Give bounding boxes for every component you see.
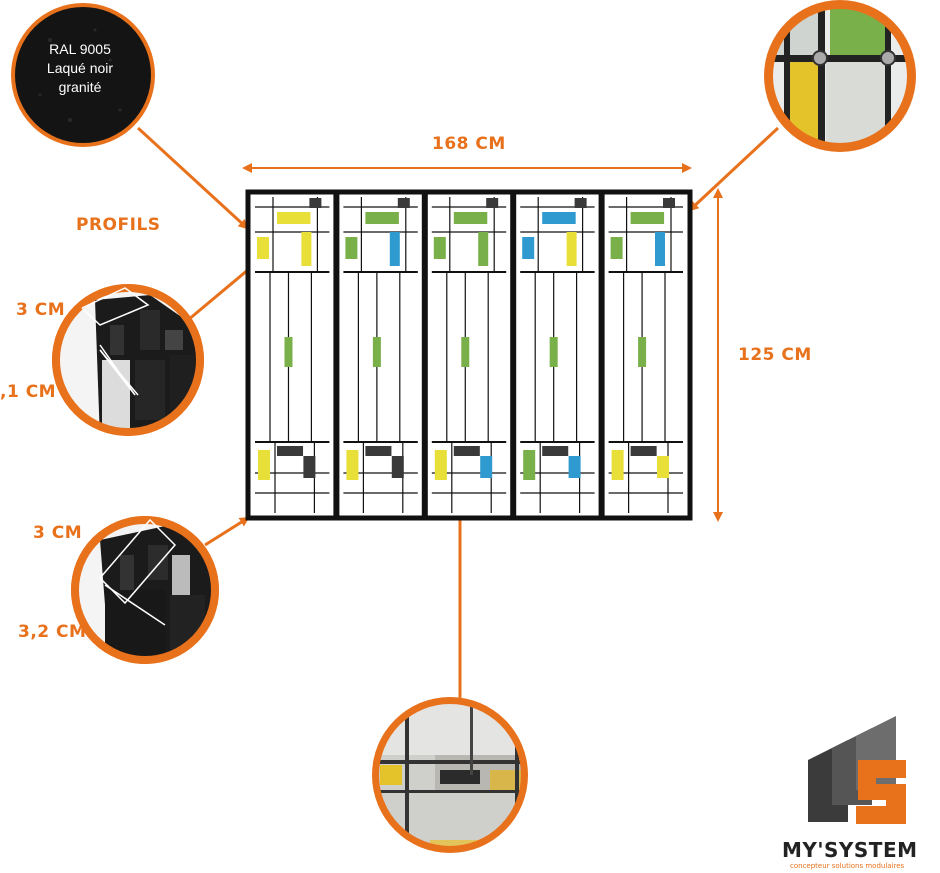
glass-piece: [365, 212, 399, 224]
profiles-title: PROFILS: [76, 215, 161, 235]
glass-piece: [480, 456, 493, 478]
glass-piece: [372, 337, 381, 367]
finish-line-1: Laqué noir: [46, 60, 114, 76]
mullion: [333, 192, 340, 518]
mullion: [598, 192, 605, 518]
glass-piece: [346, 450, 359, 480]
glass-piece: [657, 456, 669, 478]
upper-profile-depth: 3 CM: [16, 300, 66, 320]
mullion: [421, 192, 428, 518]
glass-piece: [486, 198, 499, 208]
glass-piece: [303, 456, 316, 478]
lower-profile-height: 3,2 CM: [18, 622, 87, 642]
ral-swatch-text: RAL 9005 Laqué noir granité: [20, 40, 140, 97]
brand-tagline: concepteur solutions modulaires: [790, 862, 905, 870]
mysystem-logo: [808, 716, 906, 824]
glass-detail-circle-bottom: [372, 697, 528, 853]
mullion: [510, 192, 517, 518]
width-label: 168 CM: [432, 134, 506, 154]
height-label: 125 CM: [738, 345, 812, 365]
glass-piece: [566, 232, 577, 266]
glass-piece: [542, 212, 576, 224]
glass-piece: [391, 456, 404, 478]
brand-name: MY'SYSTEM: [782, 838, 918, 862]
lower-profile-depth: 3 CM: [33, 523, 83, 543]
glass-piece: [542, 446, 569, 456]
profile-section-upper: [52, 284, 204, 436]
glass-piece: [523, 450, 536, 480]
glass-piece: [663, 198, 675, 208]
glass-piece: [630, 212, 665, 224]
glass-piece: [257, 237, 269, 259]
glass-piece: [397, 198, 410, 208]
glass-piece: [549, 337, 558, 367]
glass-piece: [568, 456, 581, 478]
glass-piece: [389, 232, 400, 266]
glass-piece: [638, 337, 647, 367]
glass-piece: [461, 337, 470, 367]
glass-piece: [630, 446, 657, 456]
glass-piece: [277, 446, 304, 456]
glass-piece: [277, 212, 311, 224]
glass-piece: [345, 237, 358, 259]
glass-piece: [284, 337, 293, 367]
glass-piece: [655, 232, 665, 266]
ral-swatch: [11, 3, 155, 147]
glass-piece: [433, 237, 446, 259]
glass-piece: [574, 198, 587, 208]
finish-line-2: granité: [58, 79, 102, 95]
profile-section-lower: [71, 516, 219, 664]
glass-piece: [522, 237, 535, 259]
glass-piece: [434, 450, 447, 480]
glass-piece: [258, 450, 270, 480]
glass-piece: [309, 198, 322, 208]
profile-lower-pointer-arrow: [204, 516, 250, 547]
glass-piece: [478, 232, 489, 266]
glass-piece: [365, 446, 392, 456]
glass-detail-circle-top: [764, 0, 916, 152]
ral-code: RAL 9005: [49, 41, 111, 57]
glass-piece: [611, 450, 624, 480]
glass-top-pointer-arrow: [688, 126, 780, 212]
glass-piece: [301, 232, 312, 266]
glass-piece: [610, 237, 623, 259]
glass-partition: [245, 189, 693, 521]
swatch-pointer-arrow: [136, 126, 249, 230]
upper-profile-height: ,1 CM: [0, 382, 57, 402]
glass-piece: [453, 446, 480, 456]
glass-piece: [453, 212, 488, 224]
